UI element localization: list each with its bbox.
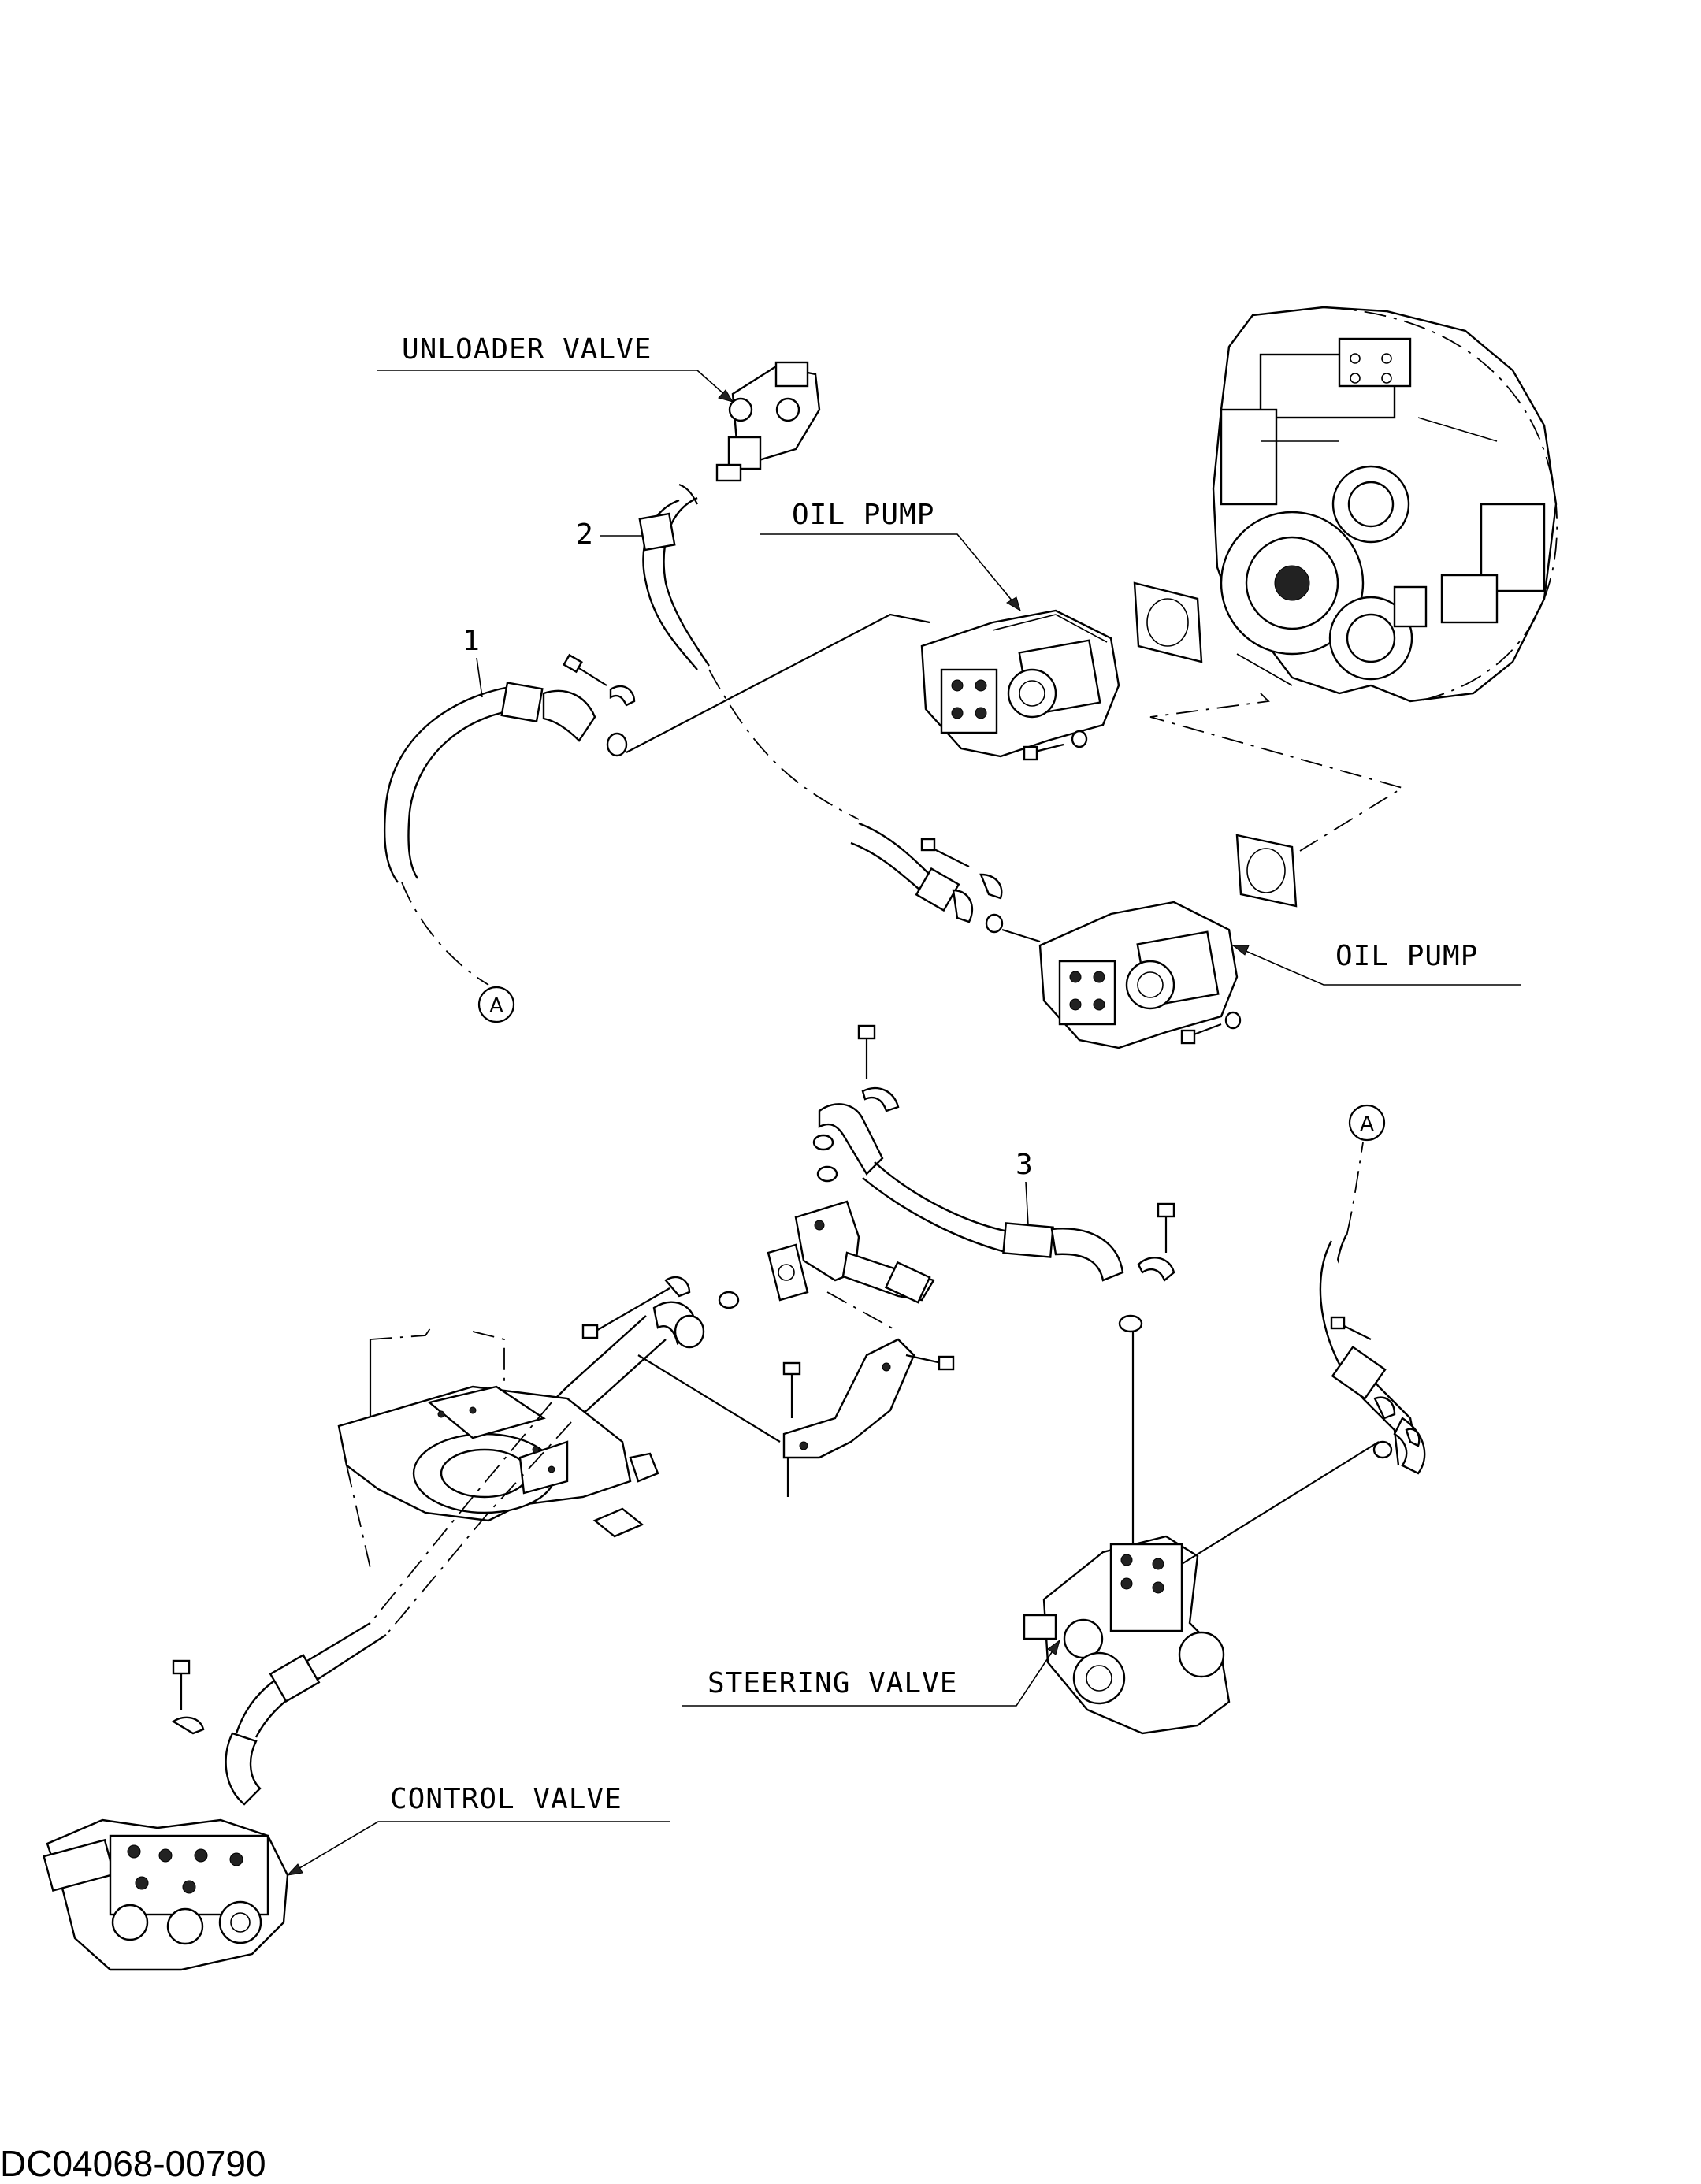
bracket: [782, 1338, 955, 1459]
connector-a-label: A: [489, 994, 503, 1018]
gasket-upper: [1133, 581, 1203, 663]
drawing-code: DC04068-00790: [0, 2143, 266, 2184]
callout-number: 1: [462, 625, 480, 657]
callout-3: 3: [1016, 1149, 1033, 1226]
label-oil-pump-upper: OIL PUMP: [792, 499, 934, 531]
hose-1: [383, 682, 596, 986]
leader-unloader-valve: UNLOADER VALVE: [377, 333, 734, 403]
leader-steering-valve: STEERING VALVE: [682, 1639, 1060, 1707]
callout-2: 2: [576, 518, 642, 551]
connector-a-lower: A: [1348, 1104, 1386, 1142]
oil-pump-upper: [920, 609, 1120, 758]
label-steering-valve: STEERING VALVE: [708, 1667, 957, 1699]
callout-number: 3: [1016, 1149, 1033, 1181]
label-oil-pump-lower: OIL PUMP: [1335, 940, 1478, 972]
swivel-fitting: [718, 1165, 935, 1309]
bolt-top-middle: [857, 1024, 900, 1112]
oil-pump-lower: [1038, 901, 1239, 1049]
unloader-valve: [715, 361, 821, 482]
bolt-washer-upper: [1023, 730, 1088, 761]
bolt-clamp-1: [563, 653, 636, 757]
hose-2: [638, 483, 860, 820]
leader-control-valve: CONTROL VALVE: [286, 1783, 670, 1876]
control-valve: [43, 1818, 289, 1971]
label-unloader-valve: UNLOADER VALVE: [402, 333, 652, 366]
gasket-lower: [1235, 834, 1298, 908]
connector-a-upper: A: [477, 986, 515, 1023]
hose-a-right: [1319, 1232, 1426, 1475]
suction-hose-lower: [850, 822, 1004, 934]
label-control-valve: CONTROL VALVE: [390, 1783, 622, 1815]
o-ring-steering: [1118, 1314, 1143, 1333]
callout-number: 2: [576, 518, 593, 551]
machine-frame: [337, 1323, 659, 1569]
leader-oil-pump-lower: OIL PUMP: [1231, 940, 1521, 986]
pipe-main: [551, 1276, 705, 1423]
hose-control: [171, 1621, 387, 1841]
bolt-washer-lower: [1180, 1011, 1242, 1045]
steering-valve: [1023, 1535, 1231, 1735]
bolt-clamp-3: [1137, 1202, 1175, 1282]
callout-1: 1: [462, 625, 483, 698]
hose-3: [812, 1103, 1124, 1282]
leader-oil-pump-upper: OIL PUMP: [760, 499, 1021, 612]
connector-a-label: A: [1360, 1112, 1374, 1136]
transmission-housing: [1212, 306, 1558, 703]
